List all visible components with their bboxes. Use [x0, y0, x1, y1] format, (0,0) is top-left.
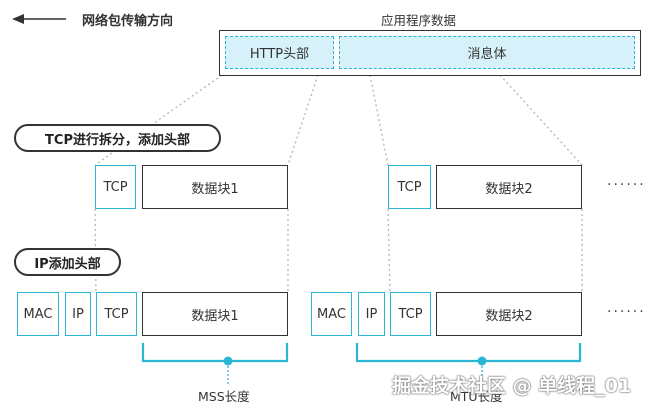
mtu-bracket: [355, 343, 582, 384]
app-data-title: 应用程序数据: [381, 13, 457, 28]
direction-arrow-icon: [12, 14, 66, 24]
packet-2-tcp-header: TCP: [390, 292, 431, 336]
mtu-length-label: MTU长度: [450, 389, 503, 404]
mss-bracket: [141, 343, 289, 384]
segment-2-tcp-header: TCP: [388, 165, 431, 209]
packet-1-tcp-header: TCP: [96, 292, 137, 336]
tcp-step-label: TCP进行拆分，添加头部: [14, 124, 221, 152]
packet-1-mac-header: MAC: [17, 292, 59, 336]
packet-2-data-block: 数据块2: [436, 292, 582, 336]
segment-2-data-block: 数据块2: [436, 165, 582, 209]
http-header-block: HTTP头部: [225, 36, 334, 69]
encap-connectors: [94, 208, 583, 293]
packet-2-ip-header: IP: [358, 292, 385, 336]
packet-1-ip-header: IP: [65, 292, 91, 336]
packet-2-mac-header: MAC: [311, 292, 352, 336]
packet-1-data-block: 数据块1: [142, 292, 288, 336]
direction-label: 网络包传输方向: [82, 14, 174, 29]
message-body-block: 消息体: [339, 36, 635, 69]
packets-ellipsis: ······: [607, 304, 646, 320]
ip-step-label: IP添加头部: [14, 248, 121, 276]
segment-1-data-block: 数据块1: [142, 165, 288, 209]
segments-ellipsis: ······: [607, 177, 646, 193]
split-connectors: [94, 74, 583, 166]
watermark: 掘金技术社区 @ 单线程_01: [392, 375, 632, 397]
mss-length-label: MSS长度: [198, 389, 250, 404]
segment-1-tcp-header: TCP: [95, 165, 136, 209]
